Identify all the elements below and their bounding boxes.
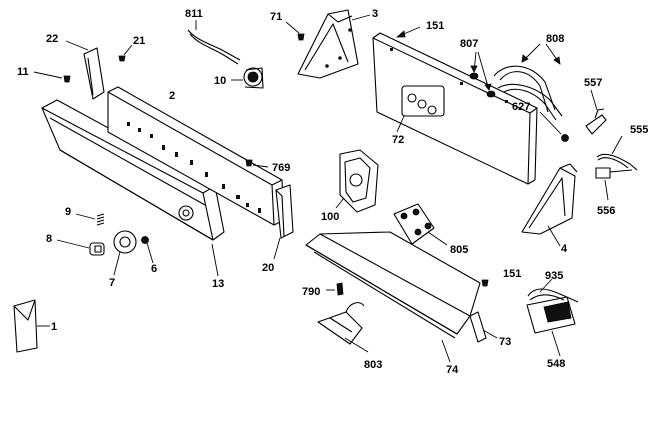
part-769-screw: [245, 159, 269, 168]
part-9-spring: [75, 213, 105, 226]
label-556: 556: [597, 205, 615, 217]
part-3-end-cap: [297, 9, 371, 79]
part-935-harness: [527, 278, 579, 303]
part-72-rear-panel: [372, 26, 538, 185]
label-74: 74: [446, 364, 459, 376]
part-811-wire: [187, 20, 241, 65]
label-7: 7: [109, 277, 115, 289]
label-100: 100: [321, 211, 339, 223]
label-22: 22: [46, 33, 58, 45]
label-10: 10: [214, 75, 226, 87]
label-71: 71: [270, 11, 282, 23]
part-803-bracket: [317, 302, 369, 353]
label-805: 805: [450, 244, 468, 256]
part-20-end-bracket: [273, 184, 294, 260]
part-557-fitting: [585, 89, 607, 135]
part-1-manual: [13, 299, 50, 353]
part-548-connector: [526, 296, 576, 357]
label-13: 13: [212, 278, 224, 290]
label-555: 555: [630, 124, 648, 136]
label-3: 3: [372, 8, 378, 20]
part-6-screw: [141, 236, 154, 264]
part-4-end-cap: [521, 163, 578, 247]
label-151-top: 151: [426, 20, 444, 32]
label-2: 2: [169, 90, 175, 102]
part-151-screw: [481, 279, 489, 287]
label-6: 6: [151, 263, 157, 275]
part-7-knob: [113, 230, 137, 276]
label-20: 20: [262, 262, 274, 274]
label-790: 790: [302, 286, 320, 298]
part-790-clip: [326, 282, 344, 296]
part-22-bracket: [65, 40, 105, 100]
part-10-timer-knob: [231, 67, 264, 89]
part-555-wire: [596, 135, 638, 171]
label-627: 627: [512, 101, 530, 113]
label-72: 72: [392, 134, 404, 146]
part-8-knob-insert: [56, 239, 105, 256]
part-13-trim: [211, 243, 219, 277]
label-807: 807: [460, 38, 478, 50]
label-9: 9: [65, 206, 71, 218]
label-557: 557: [584, 77, 602, 89]
label-803: 803: [364, 359, 382, 371]
part-21-screw: [118, 44, 133, 62]
part-556-connector: [595, 167, 633, 201]
label-811: 811: [185, 8, 203, 20]
label-151-bottom: 151: [503, 268, 521, 280]
label-935: 935: [545, 270, 563, 282]
part-805-switch: [393, 203, 448, 246]
callout-labels: 1 2 3 4 6 7 8 9 10 11 13 20 21 22 71 72 …: [17, 8, 648, 376]
part-71-screw: [285, 21, 305, 41]
part-627-screw: [539, 111, 569, 142]
part-2-control-panel: [41, 86, 285, 241]
label-4: 4: [561, 243, 568, 255]
label-11: 11: [17, 66, 29, 78]
label-548: 548: [547, 358, 565, 370]
label-769: 769: [272, 162, 290, 174]
part-11-screw: [33, 71, 71, 83]
label-808: 808: [546, 33, 564, 45]
label-21: 21: [133, 35, 145, 47]
label-73: 73: [499, 336, 511, 348]
label-1: 1: [51, 321, 57, 333]
part-100-timer: [335, 149, 379, 213]
part-73-clip: [469, 311, 498, 343]
leader-arrowheads: [395, 30, 561, 91]
label-8: 8: [46, 233, 52, 245]
part-74-rail: [305, 231, 481, 363]
